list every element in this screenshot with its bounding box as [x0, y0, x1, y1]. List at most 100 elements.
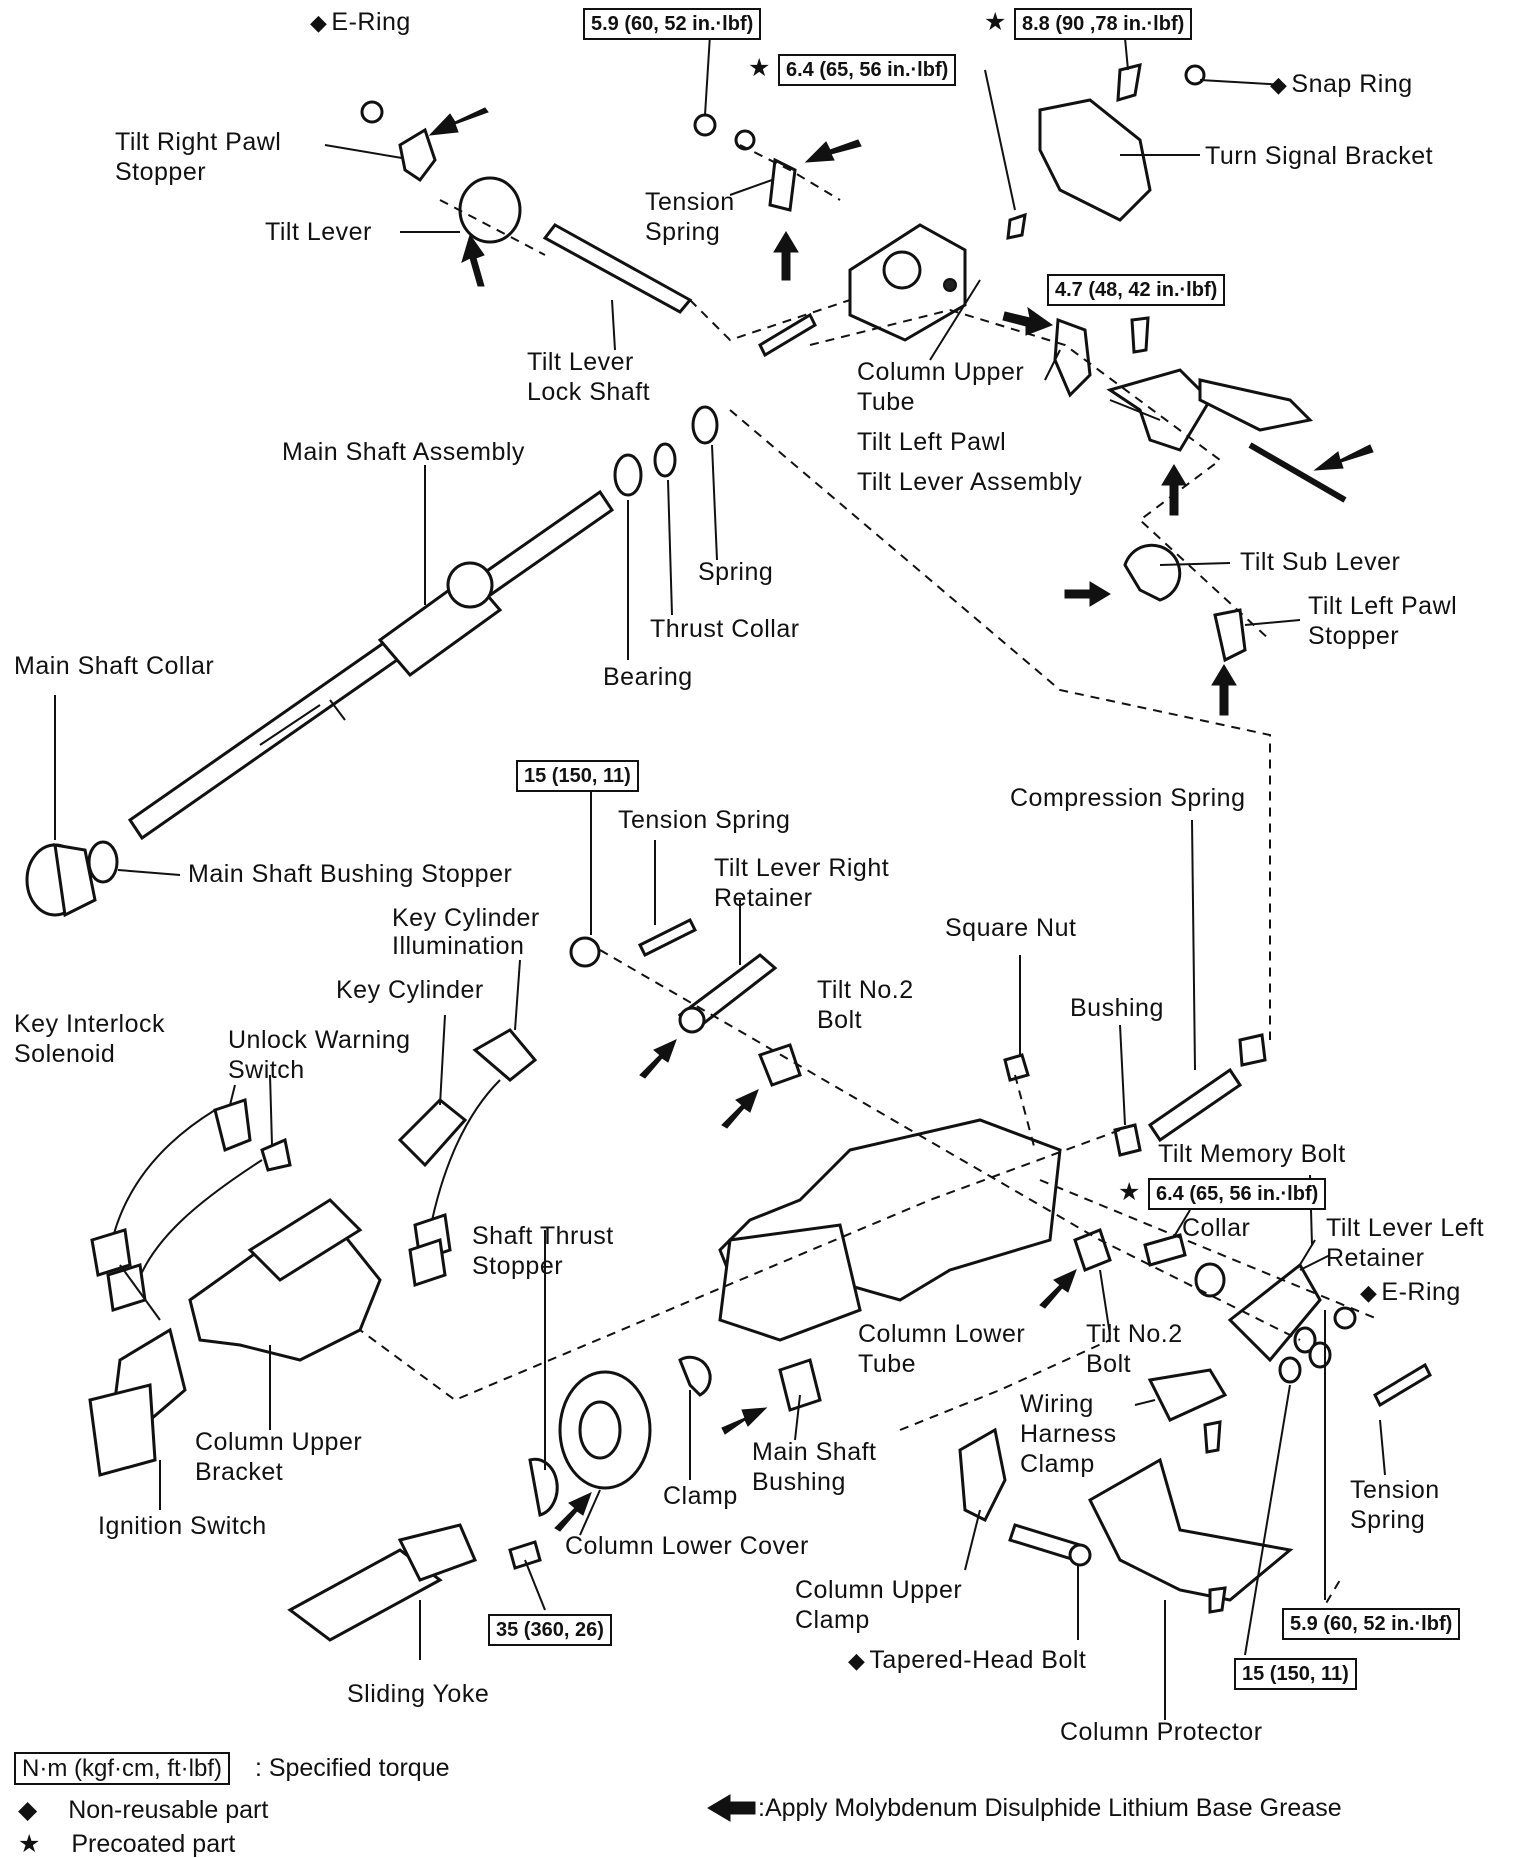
label-key-interlock-solenoid-2: Solenoid	[14, 1040, 116, 1068]
legend-torque: N·m (kgf·cm, ft·lbf) : Specified torque	[14, 1752, 450, 1785]
column-lower-cover	[558, 1370, 652, 1490]
label-key-cylinder: Key Cylinder	[336, 976, 484, 1004]
key-interlock-solenoid	[213, 1097, 252, 1153]
sliding-yoke	[287, 1548, 443, 1642]
torque-spec-1: 5.9 (60, 52 in.·lbf)	[583, 8, 762, 40]
label-tilt-no2-bolt-upper-2: Bolt	[817, 1006, 863, 1034]
label-ignition-switch: Ignition Switch	[98, 1512, 267, 1540]
connector-mid	[408, 1238, 447, 1287]
unlock-warning-switch	[260, 1137, 292, 1172]
label-turn-signal-bracket: Turn Signal Bracket	[1205, 142, 1434, 170]
grease-arrows	[428, 107, 1374, 1532]
label-spring: Spring	[698, 558, 774, 586]
torque-spec-8: 5.9 (60, 52 in.·lbf)	[1282, 1608, 1461, 1640]
turn-signal-screw	[1116, 62, 1142, 103]
main-shaft-collar	[25, 843, 97, 918]
label-shaft-thrust-stopper-2: Stopper	[472, 1252, 564, 1280]
label-thrust-collar: Thrust Collar	[650, 615, 800, 643]
bushing	[1113, 1123, 1142, 1157]
bushing-upper	[1238, 1033, 1267, 1067]
tilt-lever-assembly-bolt	[1130, 316, 1150, 354]
legend-torque-desc: : Specified torque	[254, 1754, 450, 1782]
label-tilt-left-pawl: Tilt Left Pawl	[857, 428, 1007, 456]
part-drawings	[25, 62, 1432, 1642]
label-tilt-lever-right-retainer-2: Retainer	[714, 884, 813, 912]
clamp	[678, 1355, 712, 1397]
tilt-lever-lock-shaft	[542, 223, 693, 314]
column-upper-bracket-top	[247, 1198, 363, 1282]
label-shaft-thrust-stopper-1: Shaft Thrust	[472, 1222, 614, 1250]
sliding-yoke-joint	[397, 1523, 478, 1582]
torque-spec-6: 6.4 (65, 56 in.·lbf)	[1148, 1178, 1327, 1210]
label-tilt-lever-lock-shaft-2: Lock Shaft	[527, 378, 651, 406]
precoated-mark-6: ★	[1118, 1178, 1141, 1206]
collar	[1194, 1262, 1226, 1298]
tilt-sub-lever	[1123, 543, 1182, 602]
torque-spec-5: 15 (150, 11)	[516, 760, 639, 792]
washer-top-1	[693, 113, 717, 137]
tilt-lever-handle	[1198, 378, 1314, 432]
label-tilt-lever-right-retainer-1: Tilt Lever Right	[714, 854, 890, 882]
label-column-protector: Column Protector	[1060, 1718, 1263, 1746]
label-tilt-right-pawl-stopper-1: Tilt Right Pawl	[115, 128, 282, 156]
tilt-lever-left-retainer	[1227, 1262, 1322, 1363]
label-column-upper-tube-2: Tube	[857, 388, 916, 416]
washer-top-2	[734, 129, 756, 151]
shaft-thrust-stopper	[528, 1457, 559, 1517]
legend-non-reusable: ◆ Non-reusable part	[18, 1796, 268, 1825]
label-key-cylinder-illumination-2: Illumination	[392, 932, 525, 960]
label-tilt-sub-lever: Tilt Sub Lever	[1240, 548, 1401, 576]
torque-spec-3: 8.8 (90 ,78 in.·lbf)	[1014, 8, 1193, 40]
bolt-35	[508, 1540, 542, 1570]
label-tapered-head-bolt: ◆Tapered-Head Bolt	[848, 1646, 1087, 1674]
label-tension-spring-top-1: Tension	[645, 188, 735, 216]
label-tension-spring-mid: Tension Spring	[618, 806, 791, 834]
label-main-shaft-assembly: Main Shaft Assembly	[282, 438, 525, 466]
tilt-memory-bolt	[1143, 1233, 1187, 1267]
column-upper-tube-bolt	[1006, 212, 1027, 240]
key-cylinder	[397, 1097, 468, 1168]
label-bushing: Bushing	[1070, 994, 1164, 1022]
square-nut	[1003, 1053, 1030, 1082]
thrust-collar	[653, 442, 677, 478]
washer-right-3	[1278, 1356, 1302, 1384]
tilt-left-pawl-stopper	[1213, 608, 1247, 663]
non-reusable-mark: ◆	[1360, 1280, 1378, 1305]
label-wiring-harness-clamp-1: Wiring	[1020, 1390, 1094, 1418]
tension-spring-upper	[758, 312, 817, 358]
label-tilt-left-pawl-stopper-2: Stopper	[1308, 622, 1400, 650]
label-column-lower-cover: Column Lower Cover	[565, 1532, 809, 1560]
main-shaft-bushing-stopper	[87, 840, 119, 884]
torque-spec-7: 35 (360, 26)	[488, 1614, 612, 1646]
column-protector	[1088, 1457, 1294, 1602]
label-tension-spring-low-2: Spring	[1350, 1506, 1426, 1534]
alignment-dashed-lines	[359, 144, 1381, 1631]
column-lower-tube-front	[718, 1223, 862, 1342]
label-e-ring-top: ◆E-Ring	[310, 8, 411, 36]
precoated-symbol: ★	[18, 1830, 41, 1858]
label-main-shaft-bushing-1: Main Shaft	[752, 1438, 877, 1466]
label-main-shaft-bushing-2: Bushing	[752, 1468, 846, 1496]
label-unlock-warning-switch-2: Switch	[228, 1056, 305, 1084]
tilt-lever-assembly	[1106, 368, 1212, 452]
label-key-interlock-solenoid-1: Key Interlock	[14, 1010, 166, 1038]
torque-spec-9: 15 (150, 11)	[1234, 1658, 1357, 1690]
label-main-shaft-bushing-stopper: Main Shaft Bushing Stopper	[188, 860, 513, 888]
label-tilt-no2-bolt-lower-2: Bolt	[1086, 1350, 1132, 1378]
label-compression-spring: Compression Spring	[1010, 784, 1246, 812]
column-upper-clamp	[958, 1427, 1007, 1523]
label-column-upper-clamp-2: Clamp	[795, 1606, 870, 1634]
label-column-upper-clamp-1: Column Upper	[795, 1576, 963, 1604]
wiring-harness-clamp	[1147, 1368, 1228, 1422]
main-shaft-assembly	[127, 489, 615, 841]
main-shaft-bushing	[778, 1358, 822, 1412]
tapered-head-bolt-head	[1068, 1543, 1092, 1567]
ignition-switch-body	[88, 1383, 157, 1477]
bearing	[613, 453, 643, 497]
label-tilt-lever: Tilt Lever	[265, 218, 372, 246]
tilt-no2-bolt-lower	[1073, 1228, 1112, 1272]
precoated-mark-2: ★	[748, 54, 771, 82]
label-bearing: Bearing	[603, 663, 693, 691]
tilt-right-pawl-stopper	[398, 127, 437, 183]
